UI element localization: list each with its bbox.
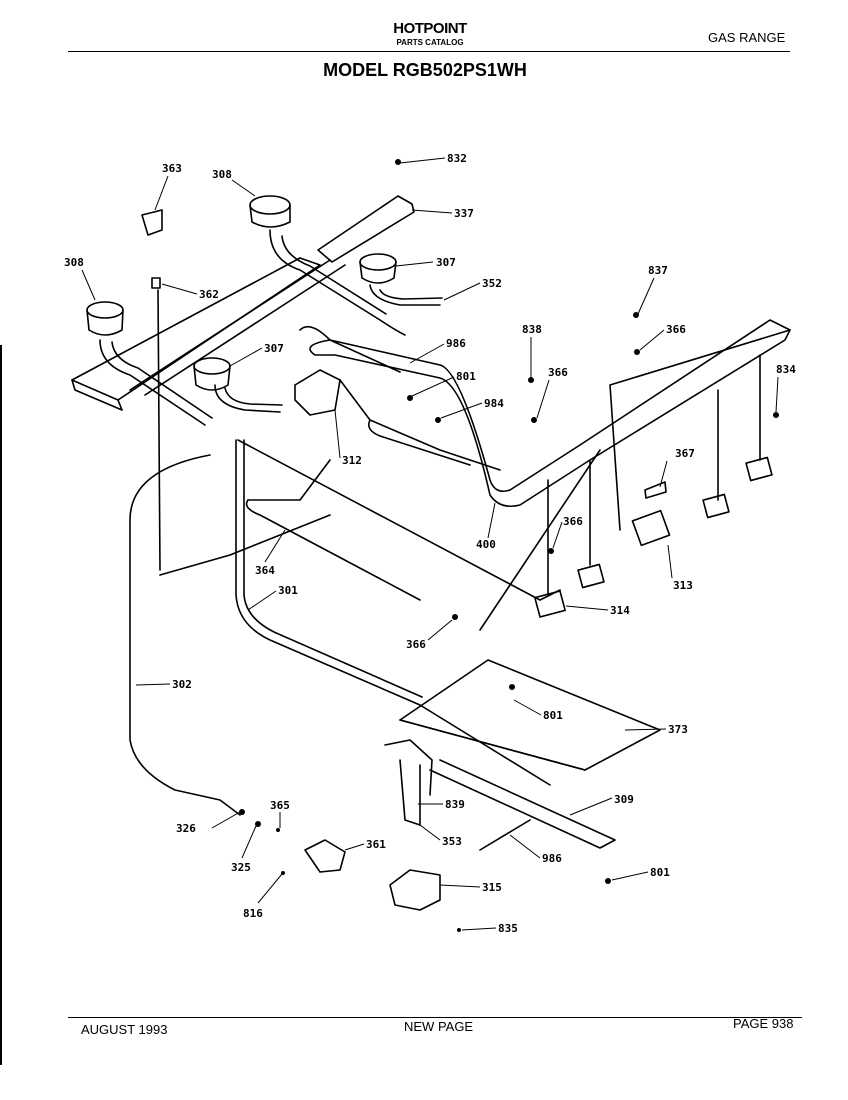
tube-986-orifice — [299, 325, 401, 373]
label-361: 361 — [366, 838, 386, 851]
footer-note: NEW PAGE — [404, 1019, 474, 1034]
label-302: 302 — [172, 678, 192, 691]
burner-tube-left — [99, 339, 206, 426]
burner-tube-right — [369, 284, 441, 306]
ignitor-wire — [157, 289, 161, 571]
valve-body-b — [702, 493, 730, 519]
burner-tube-left-2 — [111, 341, 213, 419]
tube-364 — [245, 499, 421, 601]
label-307: 307 — [436, 256, 456, 269]
label-801: 801 — [650, 866, 670, 879]
label-363: 363 — [162, 162, 182, 175]
main-pipe-301 — [235, 439, 551, 786]
burner-head-307-rear — [359, 253, 397, 271]
label-365: 365 — [270, 799, 290, 812]
burner-tube-front-2 — [224, 387, 283, 406]
footer-date: AUGUST 1993 — [81, 1022, 168, 1037]
heat-shield-373 — [399, 659, 661, 771]
valve-body-a — [577, 563, 605, 589]
catalog-subtitle: PARTS CATALOG — [396, 38, 464, 47]
label-353: 353 — [442, 835, 462, 848]
label-301: 301 — [278, 584, 298, 597]
label-400: 400 — [476, 538, 496, 551]
label-986: 986 — [446, 337, 466, 350]
label-362: 362 — [199, 288, 219, 301]
category-label: GAS RANGE — [708, 30, 786, 45]
manifold-valve-bracket — [609, 329, 791, 531]
label-307: 307 — [264, 342, 284, 355]
spark-ignitor-362 — [151, 277, 161, 289]
valve-body-c — [745, 456, 773, 482]
label-373: 373 — [668, 723, 688, 736]
oven-burner-309 — [429, 759, 616, 849]
label-816: 816 — [243, 907, 263, 920]
burner-head-308-rear — [249, 195, 291, 215]
label-839: 839 — [445, 798, 465, 811]
label-832: 832 — [447, 152, 467, 165]
burner-head-307-front — [193, 357, 231, 375]
label-366: 366 — [563, 515, 583, 528]
label-326: 326 — [176, 822, 196, 835]
label-835: 835 — [498, 922, 518, 935]
thermostat-315 — [389, 869, 441, 911]
label-309: 309 — [614, 793, 634, 806]
spark-clip-363 — [141, 209, 163, 236]
label-986: 986 — [542, 852, 562, 865]
label-838: 838 — [522, 323, 542, 336]
burner-bracket-337 — [317, 195, 415, 263]
label-308: 308 — [212, 168, 232, 181]
valve-body-313 — [631, 509, 671, 547]
flex-line-302 — [129, 454, 241, 816]
label-364: 364 — [255, 564, 275, 577]
label-834: 834 — [776, 363, 796, 376]
orifice-bracket-367 — [644, 481, 667, 499]
pilot-bracket — [399, 759, 421, 826]
label-366: 366 — [548, 366, 568, 379]
burner-tube-right-2 — [379, 289, 443, 300]
label-801: 801 — [543, 709, 563, 722]
regulator-312 — [294, 369, 341, 416]
burner-support-frame-lower — [71, 379, 123, 411]
label-312: 312 — [342, 454, 362, 467]
footer-page-number: PAGE 938 — [733, 1016, 794, 1031]
gas-tube-984 — [367, 419, 471, 466]
cross-bar — [129, 259, 346, 396]
burner-head-308-front — [86, 301, 124, 319]
burner-tube-upper — [269, 229, 406, 336]
label-325: 325 — [231, 861, 251, 874]
label-308: 308 — [64, 256, 84, 269]
page-title: MODEL RGB502PS1WH — [323, 60, 527, 80]
label-313: 313 — [673, 579, 693, 592]
manifold-400 — [309, 319, 791, 508]
label-352: 352 — [482, 277, 502, 290]
burner-tube-upper-2 — [281, 235, 387, 315]
footer-rule — [68, 1017, 802, 1018]
header-rule — [68, 51, 790, 52]
oven-valve-361 — [304, 839, 346, 873]
label-366: 366 — [666, 323, 686, 336]
label-337: 337 — [454, 207, 474, 220]
label-366: 366 — [406, 638, 426, 651]
label-314: 314 — [610, 604, 630, 617]
brand-title: HOTPOINT — [393, 20, 467, 37]
label-315: 315 — [482, 881, 502, 894]
label-984: 984 — [484, 397, 504, 410]
page-edge-mark — [0, 345, 2, 1065]
label-801: 801 — [456, 370, 476, 383]
label-367: 367 — [675, 447, 695, 460]
label-837: 837 — [648, 264, 668, 277]
valve-tube — [237, 439, 561, 601]
burner-support-frame — [71, 257, 321, 401]
